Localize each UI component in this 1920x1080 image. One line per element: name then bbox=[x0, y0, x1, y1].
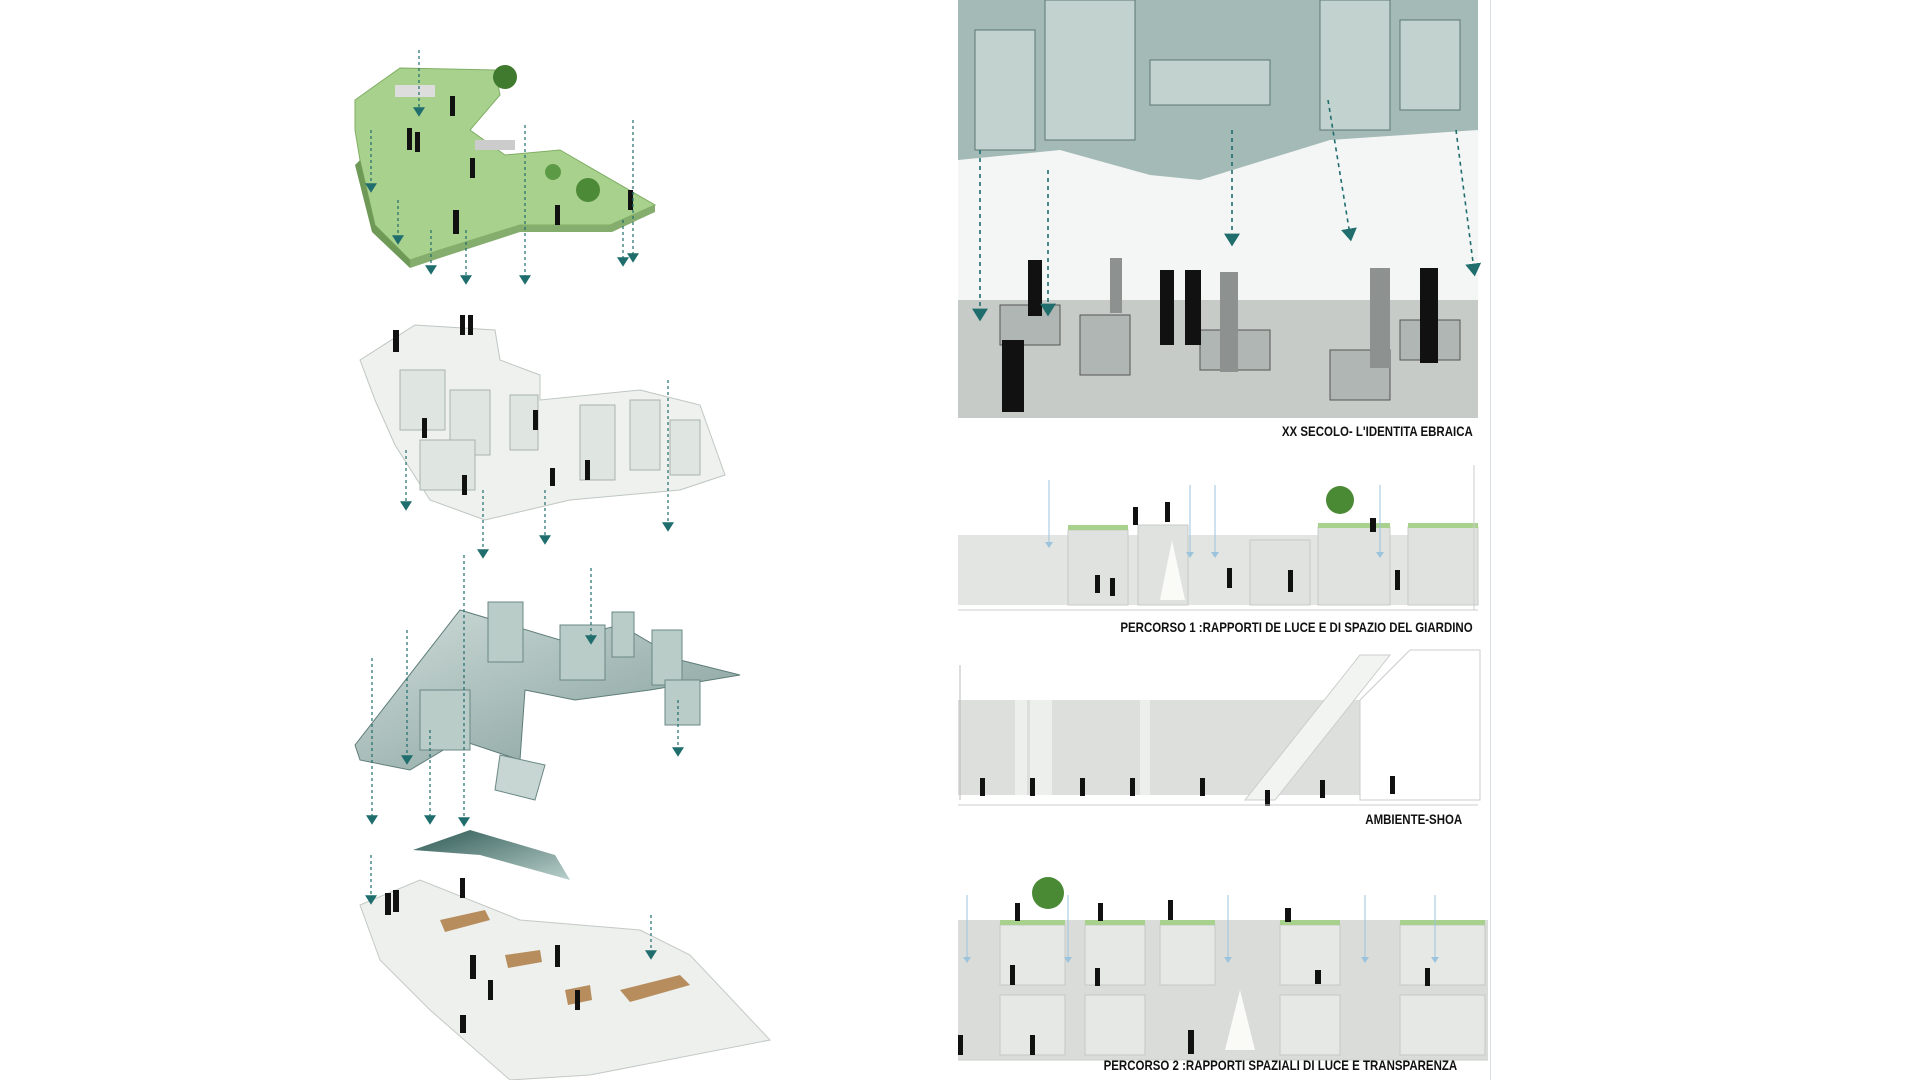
glass-volumes-layer bbox=[354, 555, 741, 827]
person-silhouettes bbox=[407, 96, 633, 234]
page-divider-line bbox=[1490, 0, 1491, 1080]
tree-icon bbox=[1032, 877, 1064, 909]
caption-path-2: PERCORSO 2 :RAPPORTI SPAZIALI DI LUCE E … bbox=[1103, 1057, 1457, 1073]
walls-layer bbox=[359, 315, 726, 559]
caption-shoa: AMBIENTE-SHOA bbox=[1365, 811, 1462, 827]
tree-icon bbox=[493, 65, 517, 89]
section-shoa bbox=[958, 649, 1481, 806]
tree-icon bbox=[576, 178, 600, 202]
section-garden-path bbox=[958, 465, 1479, 611]
garden-roof-layer bbox=[354, 50, 657, 285]
perspective-render bbox=[958, 0, 1482, 418]
section-transparency-path bbox=[958, 877, 1488, 1061]
caption-identity: XX SECOLO- L'IDENTITA EBRAICA bbox=[1282, 423, 1473, 439]
tree-icon bbox=[1326, 486, 1354, 514]
ground-floor-layer bbox=[359, 830, 771, 1080]
person-silhouettes bbox=[1002, 260, 1438, 412]
roof-plate bbox=[413, 830, 570, 880]
caption-path-1: PERCORSO 1 :RAPPORTI DE LUCE E DI SPAZIO… bbox=[1120, 619, 1473, 635]
